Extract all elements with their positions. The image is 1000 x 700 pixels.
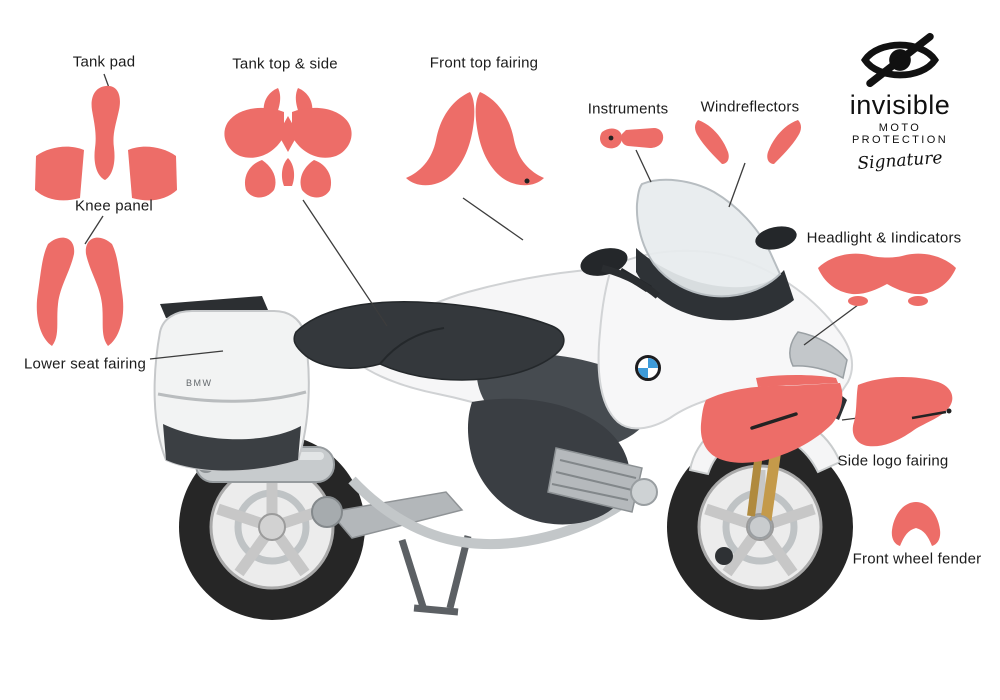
leader-tank-top-side	[302, 199, 388, 327]
bmw-roundel-icon	[635, 355, 661, 381]
leader-front-top-fairing	[462, 197, 524, 241]
film-instruments	[600, 128, 664, 149]
label-windreflectors: Windreflectors	[700, 98, 800, 116]
front-wheel	[667, 434, 853, 620]
label-front-wheel-fender: Front wheel fender	[852, 550, 982, 568]
exhaust-header-pipe	[348, 476, 631, 549]
film-side-fairing-overlay	[700, 375, 843, 463]
final-drive	[311, 496, 343, 528]
leader-headlight	[803, 298, 867, 346]
seat	[293, 301, 565, 381]
label-tank-top-side: Tank top & side	[232, 55, 338, 73]
label-instruments: Instruments	[587, 100, 669, 118]
label-tank-pad: Tank pad	[72, 53, 136, 71]
cockpit-trim	[636, 248, 794, 321]
film-knee-panel	[36, 237, 124, 346]
leader-instruments	[635, 149, 652, 183]
engine	[467, 398, 658, 525]
brand-tagline: MOTO PROTECTION	[851, 122, 949, 146]
label-side-logo-fairing: Side logo fairing	[837, 452, 949, 470]
leader-knee-panel	[84, 215, 104, 245]
film-tank-pad	[35, 85, 177, 201]
label-front-top-fairing: Front top fairing	[429, 54, 539, 72]
label-knee-panel: Knee panel	[75, 197, 153, 215]
windshield	[635, 178, 782, 298]
brand-block: invisible MOTO PROTECTION Signature	[830, 30, 970, 174]
film-front-top-fairing	[406, 92, 544, 186]
handlebar	[601, 264, 661, 299]
leader-lower-seat-fairing	[149, 350, 224, 360]
label-lower-seat-fairing: Lower seat fairing	[24, 355, 146, 373]
headlight	[789, 331, 848, 380]
hidden-eye-icon	[860, 32, 940, 88]
film-headlight-indicators	[818, 253, 956, 306]
brake-caliper	[715, 547, 733, 565]
film-side-logo-fairing	[852, 376, 953, 447]
film-tank-top-side	[224, 88, 352, 198]
pannier-badge: BMW	[186, 378, 213, 388]
film-front-wheel-fender	[891, 502, 941, 546]
leader-windreflectors	[728, 162, 746, 208]
label-headlight-indicators: Headlight & Iindicators	[806, 229, 962, 247]
center-stand	[398, 535, 472, 616]
brand-name: invisible	[849, 90, 951, 120]
motorcycle-illustration: BMW	[153, 178, 854, 620]
film-windreflectors	[695, 120, 801, 164]
pannier: BMW	[153, 310, 310, 472]
leader-lines	[84, 73, 867, 421]
